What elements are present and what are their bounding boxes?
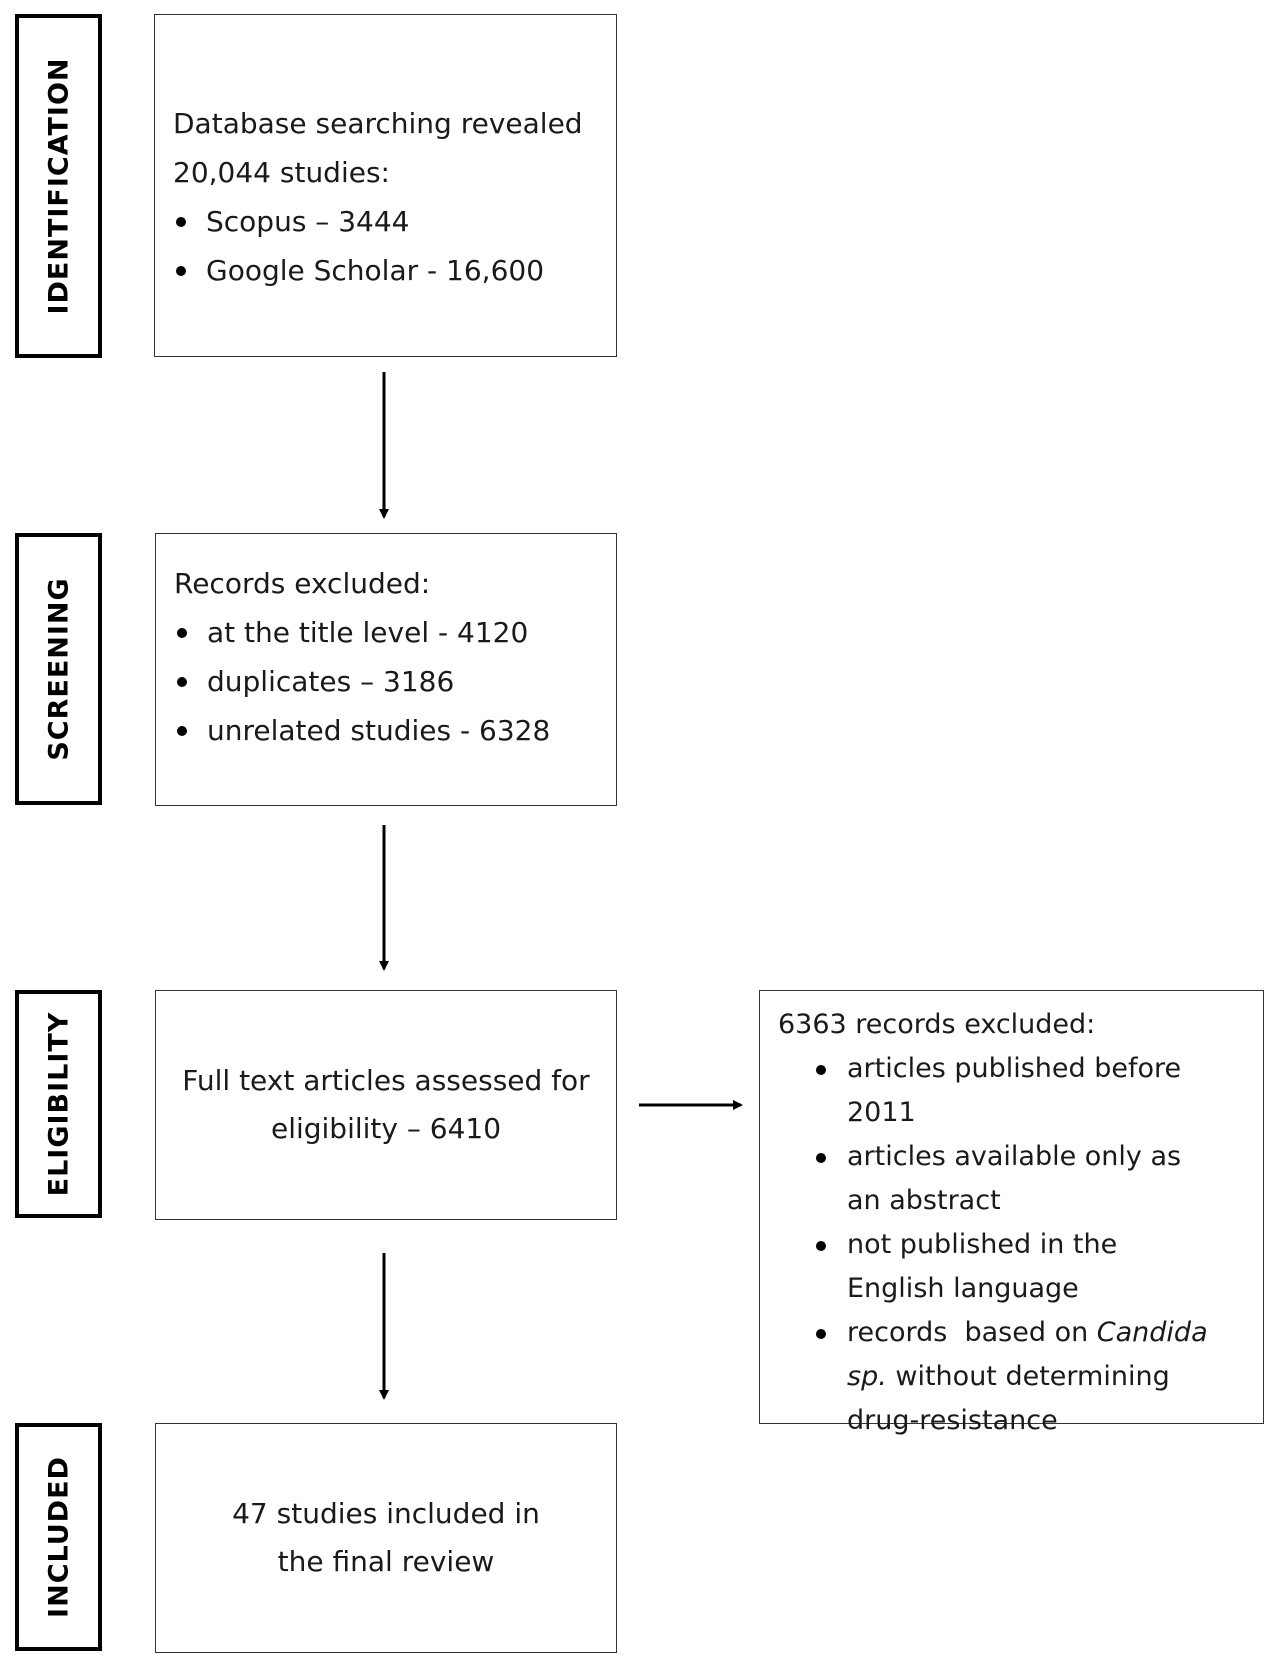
screening-intro: Records excluded: [174, 567, 431, 600]
screening-list: at the title level - 4120 duplicates – 3… [174, 608, 616, 755]
stage-label-screening: SCREENING [15, 533, 102, 805]
exclusions-intro: 6363 records excluded: [778, 1009, 1096, 1040]
exclusions-item-candida-species: Candida sp. [847, 1317, 1208, 1392]
screening-box: Records excluded: at the title level - 4… [155, 533, 617, 806]
stage-label-eligibility: ELIGIBILITY [15, 990, 102, 1218]
identification-box: Database searching revealed 20,044 studi… [154, 14, 617, 357]
exclusions-item-before-2011: articles published before 2011 [778, 1047, 1247, 1135]
screening-item-duplicates: duplicates – 3186 [174, 657, 616, 706]
included-box: 47 studies included in the final review [155, 1423, 617, 1653]
eligibility-text: Full text articles assessed for eligibil… [182, 1064, 590, 1145]
exclusions-item-candida-prefix: records based on [847, 1317, 1097, 1348]
identification-item-google-scholar: Google Scholar - 16,600 [173, 246, 616, 295]
screening-item-title-level: at the title level - 4120 [174, 608, 616, 657]
exclusions-item-candida-suffix: without determining drug-resistance [847, 1361, 1170, 1436]
stage-label-identification: IDENTIFICATION [15, 14, 102, 358]
identification-intro: Database searching revealed 20,044 studi… [173, 107, 583, 189]
exclusions-list: articles published before 2011 articles … [778, 1047, 1263, 1443]
exclusions-box: 6363 records excluded: articles publishe… [759, 990, 1264, 1436]
exclusions-item-non-english: not published in the English language [778, 1223, 1207, 1311]
identification-list: Scopus – 3444 Google Scholar - 16,600 [173, 197, 616, 295]
stage-label-included: INCLUDED [15, 1423, 102, 1651]
exclusions-item-candida: records based on Candida sp. without det… [778, 1311, 1217, 1443]
included-text: 47 studies included in the final review [232, 1497, 540, 1578]
eligibility-box: Full text articles assessed for eligibil… [155, 990, 617, 1220]
exclusions-item-abstract-only: articles available only as an abstract [778, 1135, 1207, 1223]
screening-item-unrelated: unrelated studies - 6328 [174, 706, 616, 755]
identification-item-scopus: Scopus – 3444 [173, 197, 616, 246]
